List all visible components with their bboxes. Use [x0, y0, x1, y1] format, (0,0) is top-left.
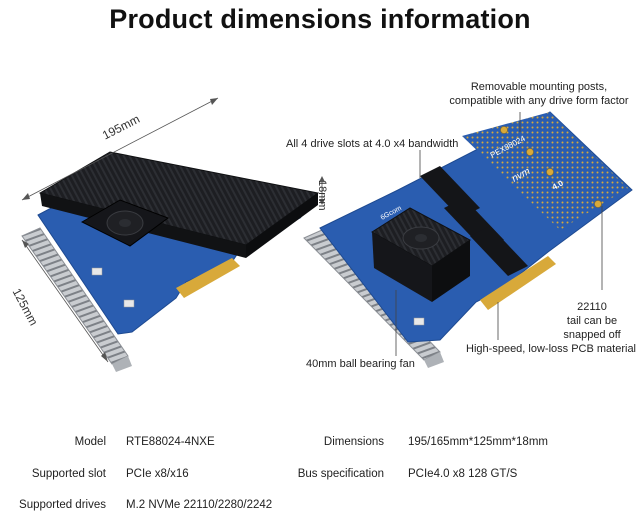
spec-label-bus: Bus specification — [297, 468, 384, 480]
leader-lines — [395, 112, 603, 356]
annotation-fan: 40mm ball bearing fan — [306, 358, 415, 370]
spec-value-bus: PCIe4.0 x8 128 GT/S — [408, 468, 518, 480]
spec-label-dimensions: Dimensions — [323, 436, 384, 448]
spec-value-dimensions: 195/165mm*125mm*18mm — [408, 436, 548, 448]
spec-value-model: RTE88024-4NXE — [126, 436, 215, 448]
spec-label-slot: Supported slot — [31, 468, 106, 480]
left-gold-fingers — [176, 258, 240, 298]
spec-value-drives: M.2 NVMe 22110/2280/2242 — [126, 499, 273, 511]
annotation-drive-slots: All 4 drive slots at 4.0 x4 bandwidth — [286, 138, 459, 150]
height-dimension-label: 18mm — [316, 180, 328, 211]
dimension-lines — [21, 97, 325, 363]
left-card — [21, 151, 320, 372]
page-title: Product dimensions information — [109, 4, 531, 34]
left-fan — [80, 199, 170, 247]
spec-label-model: Model — [74, 436, 106, 448]
spec-label-drives: Supported drives — [19, 499, 106, 511]
spec-value-slot: PCIe x8/x16 — [126, 468, 189, 480]
right-card: PEX88024 nvm 4.0 6Gcom — [303, 111, 633, 368]
annotation-pcb: High-speed, low-loss PCB material — [466, 343, 636, 355]
m2-slots — [420, 166, 528, 276]
annotation-tail: 22110 tail can be snapped off — [563, 301, 621, 341]
right-heatsink — [371, 207, 471, 302]
mounting-area — [462, 112, 628, 230]
right-gold-fingers — [480, 256, 556, 310]
annotation-mounting-posts: Removable mounting posts, compatible wit… — [449, 81, 629, 107]
mounting-posts — [500, 126, 602, 208]
